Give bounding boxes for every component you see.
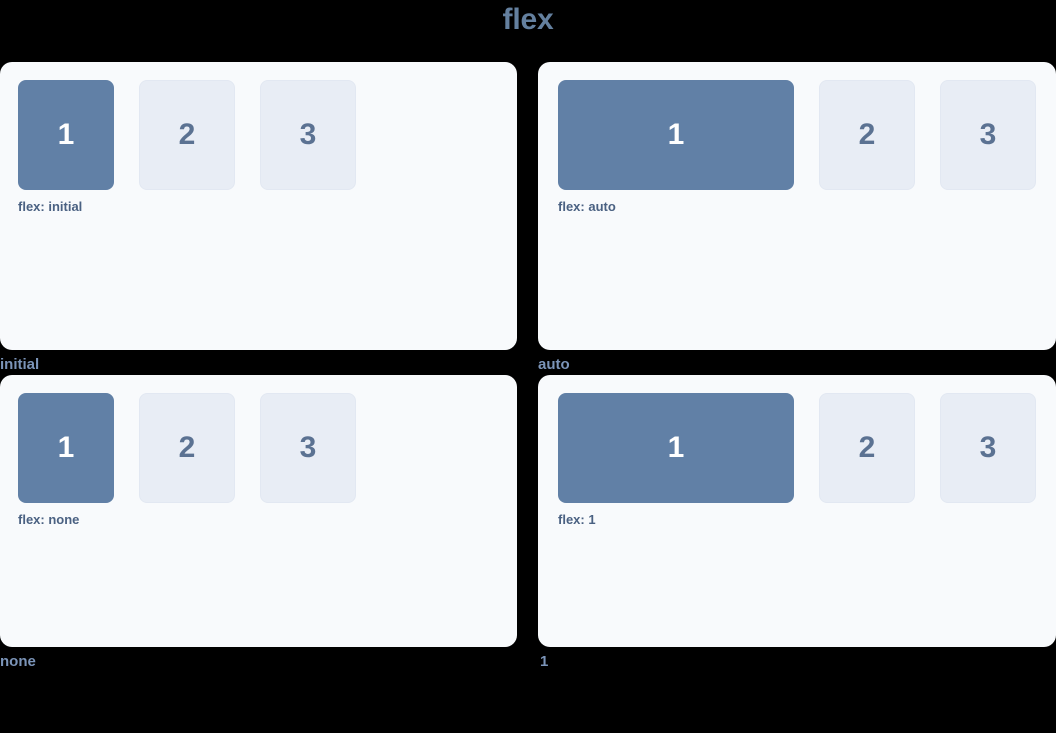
flex-container-initial: 1 2 3 flex: initial [0,62,517,350]
flex-item-1-none: 1 [18,393,114,503]
panel-inner-initial: 1 2 3 flex: initial [0,80,517,215]
demo-cell-none: 1 2 3 flex: none [0,375,517,647]
demo-cell-initial: 1 2 3 flex: initial [0,62,517,350]
demo-cell-one: 1 2 3 flex: 1 [538,375,1056,647]
flex-item-1-initial: 1 [18,80,114,190]
flex-row-none: 1 2 3 [18,393,499,503]
property-label-none: flex: none [18,512,80,527]
flex-item-2-one: 2 [819,393,915,503]
panel-inner-one: 1 2 3 flex: 1 [538,393,1056,528]
property-label-auto: flex: auto [558,199,616,214]
flex-item-3-none: 3 [260,393,356,503]
cell-caption-none: none [0,653,36,670]
panel-inner-none: 1 2 3 flex: none [0,393,517,528]
flex-row-auto: 1 2 3 [558,80,1036,190]
cell-caption-auto: auto [538,356,570,373]
flex-row-initial: 1 2 3 [18,80,499,190]
flex-container-auto: 1 2 3 flex: auto [538,62,1056,350]
demo-cell-auto: 1 2 3 flex: auto [538,62,1056,350]
flex-item-1-auto: 1 [558,80,794,190]
flex-container-one: 1 2 3 flex: 1 [538,375,1056,647]
flex-item-2-none: 2 [139,393,235,503]
cell-caption-initial: initial [0,356,40,373]
property-label-one: flex: 1 [558,512,596,527]
cell-caption-one: 1 [540,653,549,670]
flex-item-3-initial: 3 [260,80,356,190]
flex-item-3-auto: 3 [940,80,1036,190]
flex-container-none: 1 2 3 flex: none [0,375,517,647]
demo-grid: 1 2 3 flex: initial 1 2 3 flex: auto [0,62,1056,672]
flex-row-one: 1 2 3 [558,393,1036,503]
flex-item-2-initial: 2 [139,80,235,190]
flex-item-3-one: 3 [940,393,1036,503]
flex-item-2-auto: 2 [819,80,915,190]
page-title: flex [502,3,554,36]
flex-item-1-one: 1 [558,393,794,503]
property-label-initial: flex: initial [18,199,83,214]
panel-inner-auto: 1 2 3 flex: auto [538,80,1056,215]
